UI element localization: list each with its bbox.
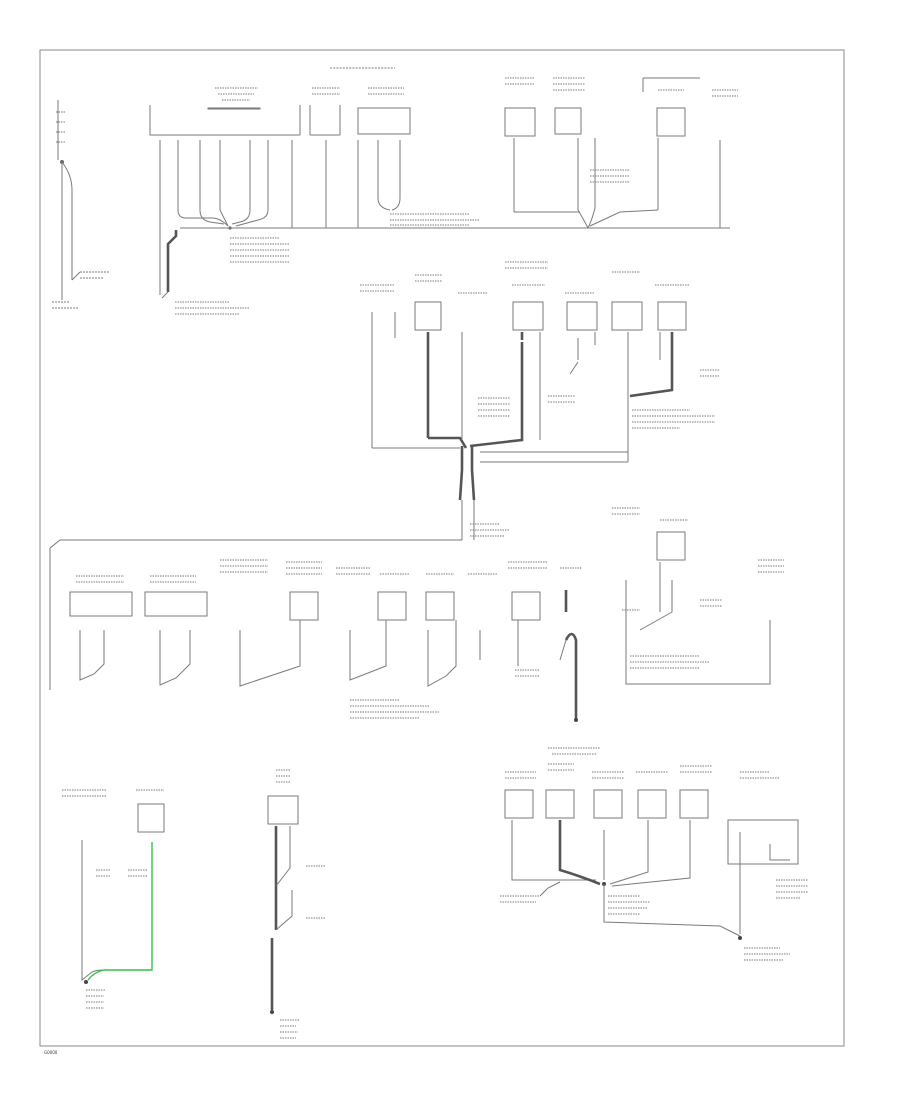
module-box: [414, 301, 442, 331]
connector-box: [727, 819, 799, 865]
module-box: [554, 107, 582, 135]
module-box: [377, 591, 407, 621]
highlighted-ground-wire: [87, 842, 153, 981]
diagram-frame: [39, 49, 845, 1047]
connector-box: [144, 591, 208, 617]
bottom-ground-group: [62, 763, 808, 1039]
module-box: [679, 789, 709, 819]
top-left-ground-bus: [149, 105, 730, 299]
module-box: [504, 789, 534, 819]
diagram-code: G0000: [44, 1050, 58, 1055]
module-box: [593, 789, 623, 819]
connector-box: [207, 107, 261, 110]
middle-ground-group: [49, 261, 720, 690]
module-box: [611, 301, 643, 331]
top-ground-group: [52, 67, 738, 315]
top-labels: [175, 77, 738, 315]
module-box: [637, 789, 667, 819]
module-box: [425, 591, 455, 621]
module-box: [137, 803, 165, 833]
module-box: [267, 795, 299, 825]
module-box: [657, 301, 687, 331]
module-box: [656, 107, 686, 137]
module-box: [512, 301, 544, 331]
module-box: [656, 531, 686, 561]
module-box: [545, 789, 575, 819]
connector-box: [69, 591, 133, 617]
module-box: [511, 591, 541, 621]
connector-box: [357, 107, 411, 135]
lower-middle-ground-group: [69, 507, 784, 755]
top-right-components: [504, 77, 721, 229]
left-battery-harness: [52, 100, 110, 309]
module-box: [504, 107, 536, 137]
module-box: [566, 301, 598, 331]
module-box: [289, 591, 319, 621]
